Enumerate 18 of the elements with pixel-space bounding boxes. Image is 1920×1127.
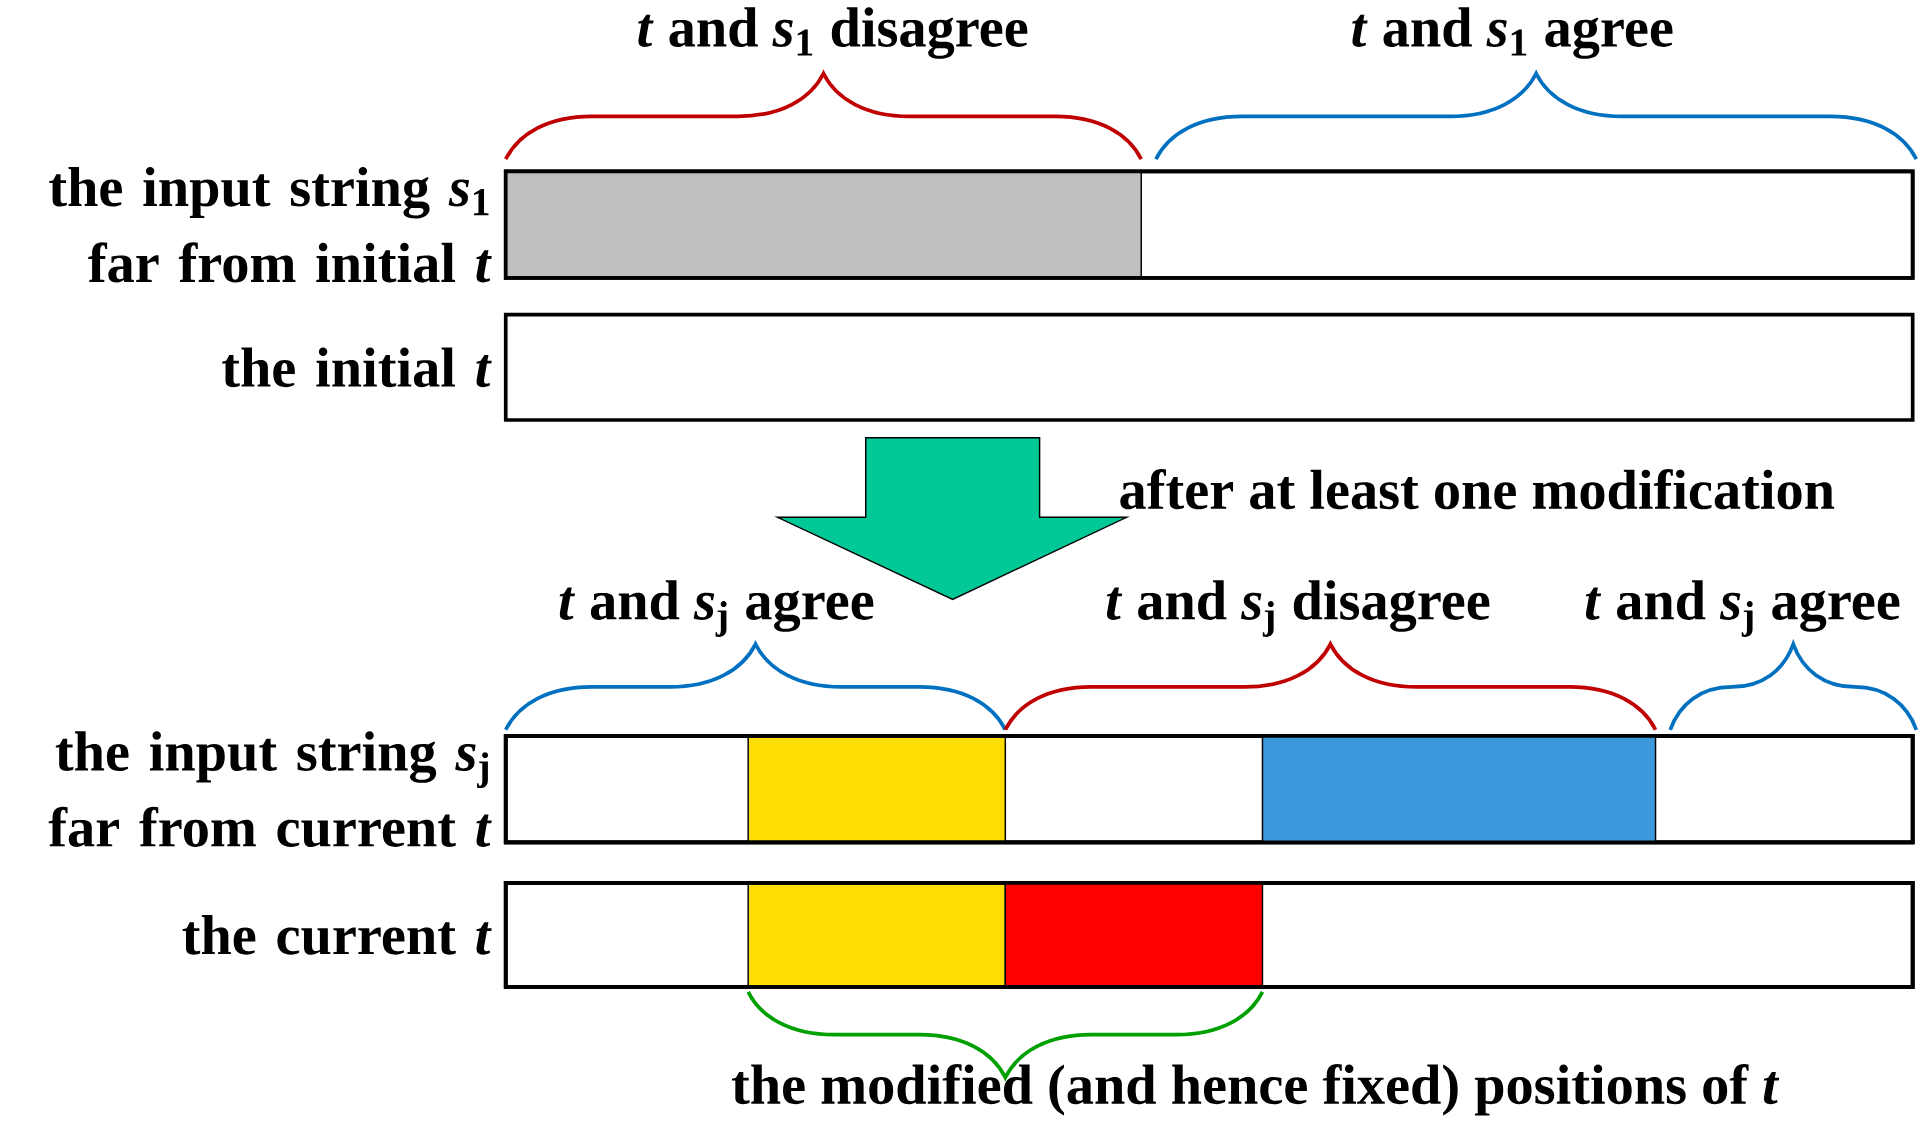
segment-box [505, 170, 1142, 279]
row-label: the input string s$_{1}$ far from initial t [49, 167, 492, 283]
segment-box [747, 882, 1007, 988]
brace-label: t and s$_{1}$ disagree [638, 7, 1028, 60]
block-arrow [774, 437, 1130, 601]
segment-box [1004, 882, 1264, 988]
segment-box [1261, 735, 1657, 844]
edge-label: after at least one modification [1120, 469, 1835, 510]
row-label: the initial t [222, 347, 492, 388]
brace-label: t and s$_{j}$ agree [559, 580, 874, 638]
brace-label: t and s$_{j}$ agree [1585, 580, 1900, 638]
string-bar [503, 313, 1915, 423]
brace-label: the modified (and hence fixed) positions of t [731, 1064, 1780, 1116]
brace-label: t and s$_{1}$ agree [1352, 7, 1673, 60]
brace-label: t and s$_{j}$ disagree [1106, 580, 1490, 638]
row-label: the current t [182, 915, 492, 955]
segment-box [747, 735, 1007, 844]
row-label: the input string s$_{j}$ far from current t [48, 731, 492, 848]
